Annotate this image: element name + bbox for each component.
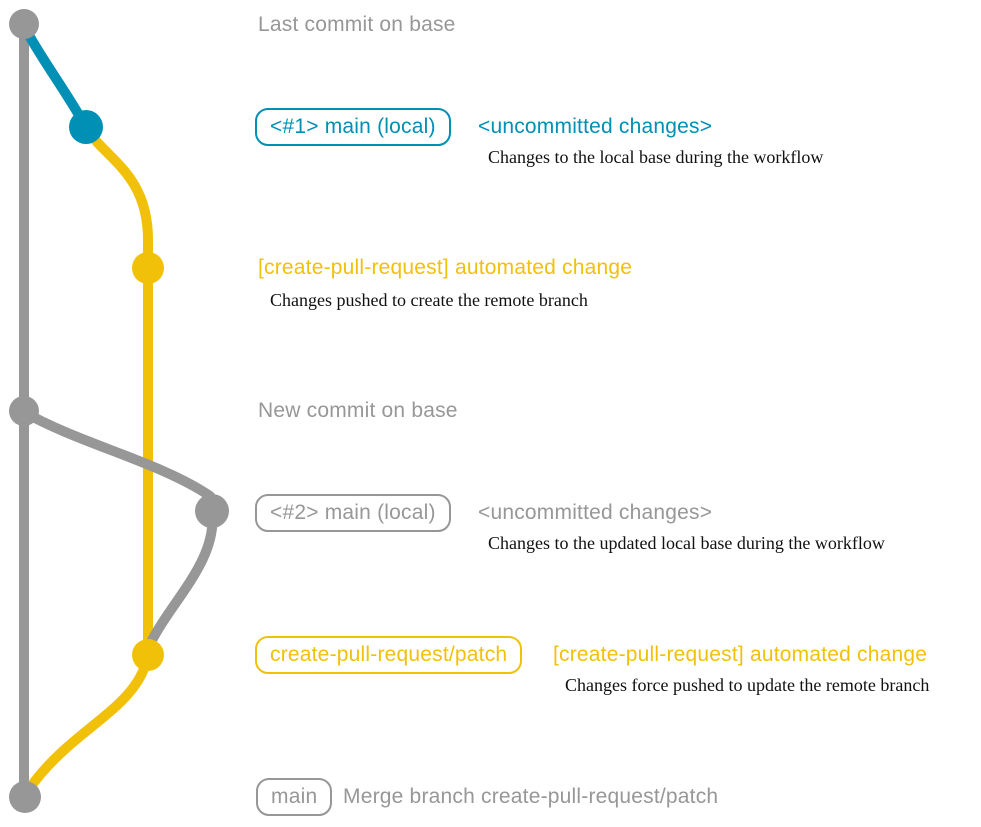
- patch-merge-edge: [22, 650, 153, 797]
- local-main-2-to-patch-edge: [145, 506, 218, 649]
- commit-dot-last-base: [9, 9, 39, 39]
- commit-dot-automated-change-2: [132, 639, 164, 671]
- heading-automated-change-1: [create-pull-request] automated change: [258, 256, 633, 279]
- label-merge-branch: Merge branch create-pull-request/patch: [343, 785, 719, 808]
- heading-automated-change-2: [create-pull-request] automated change: [553, 643, 928, 666]
- heading-uncommitted-changes-2: <uncommitted changes>: [478, 501, 713, 524]
- branch-badge-create-pull-request-patch: create-pull-request/patch: [255, 636, 523, 674]
- label-new-commit-on-base: New commit on base: [258, 399, 458, 422]
- description-uncommitted-changes-2: Changes to the updated local base during…: [488, 533, 885, 553]
- branch-badge-main: main: [256, 778, 333, 816]
- commit-graph: [9, 9, 229, 813]
- patch-branch-edge: [81, 122, 153, 660]
- description-automated-change-2: Changes force pushed to update the remot…: [565, 675, 930, 695]
- branch-badge-main-local-2: <#2> main (local): [255, 494, 451, 532]
- description-automated-change-1: Changes pushed to create the remote bran…: [270, 290, 588, 310]
- commit-dot-local-main-2: [195, 494, 229, 528]
- heading-uncommitted-changes-1: <uncommitted changes>: [478, 115, 713, 138]
- base-to-local-main-2-edge: [19, 407, 215, 501]
- commit-dot-merge: [9, 781, 41, 813]
- local-main-1-edge: [20, 23, 91, 132]
- commit-dot-automated-change-1: [132, 252, 164, 284]
- commit-dot-new-base: [9, 396, 39, 426]
- description-uncommitted-changes-1: Changes to the local base during the wor…: [488, 147, 824, 167]
- label-last-commit-on-base: Last commit on base: [258, 13, 456, 36]
- branch-badge-main-local-1: <#1> main (local): [255, 108, 451, 146]
- commit-dot-local-main-1: [69, 110, 103, 144]
